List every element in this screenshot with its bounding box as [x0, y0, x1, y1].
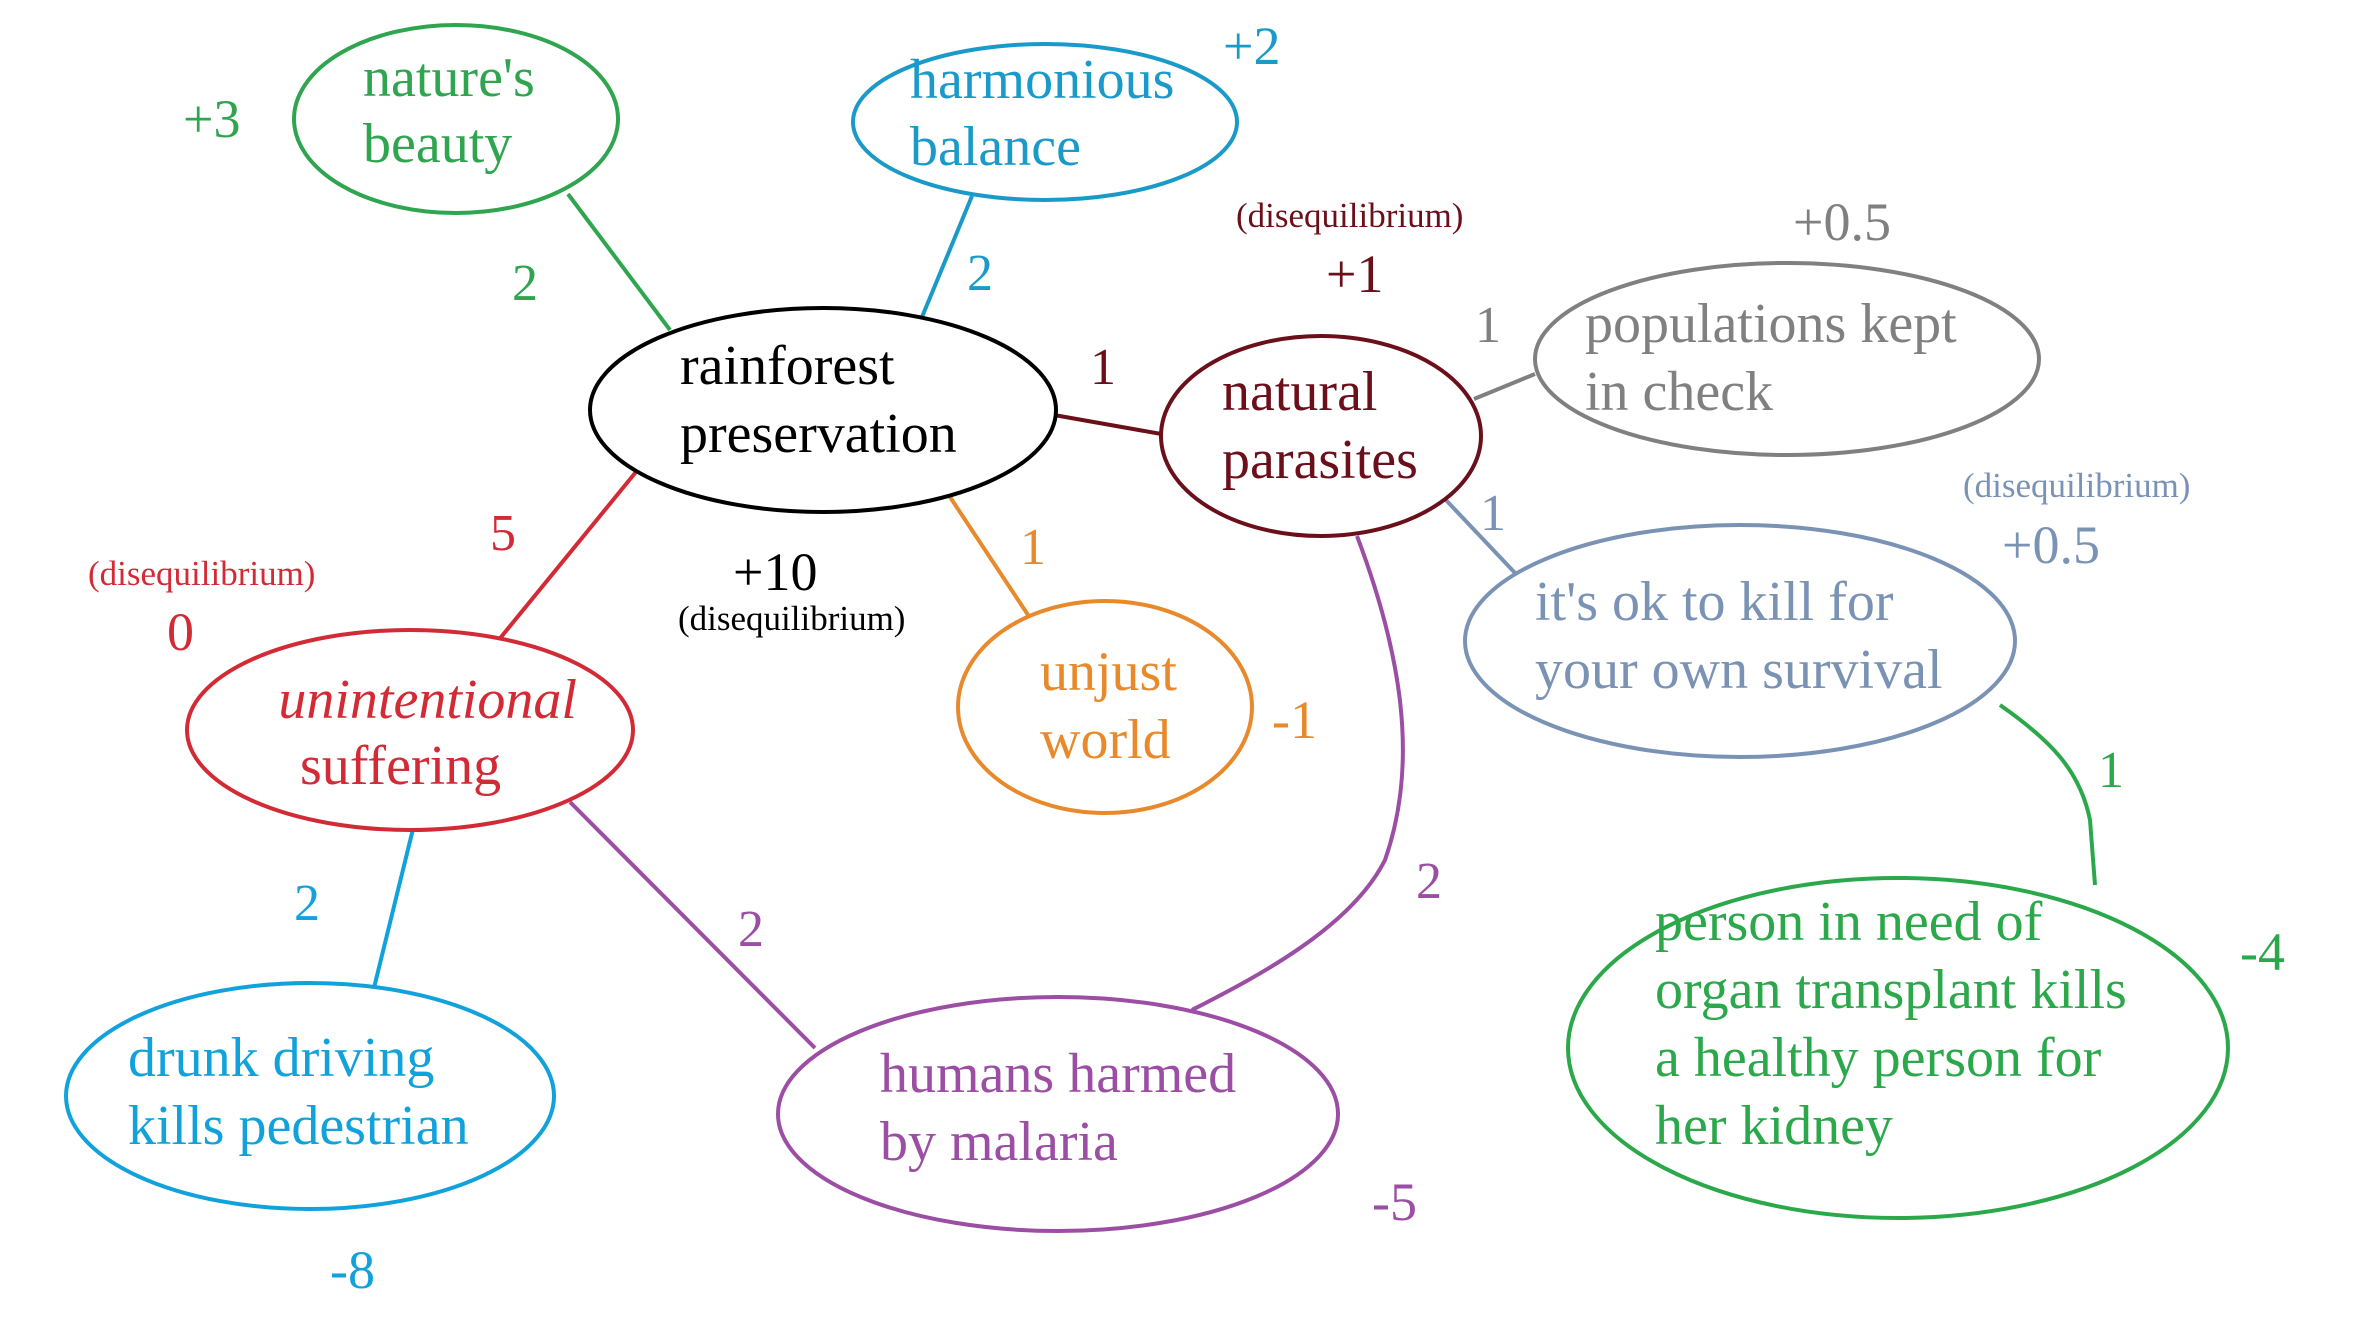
node-rainforest-line1: rainforest: [680, 335, 895, 397]
note-parasites: (disequilibrium): [1236, 196, 1463, 235]
node-organ-line4: her kidney: [1655, 1095, 1893, 1157]
value-harmonious: +2: [1223, 16, 1280, 76]
node-drunk-line2: kills pedestrian: [128, 1095, 469, 1157]
value-parasites: +1: [1326, 244, 1383, 304]
node-unjust-line1: unjust: [1040, 641, 1177, 703]
weight-unintentional-malaria: 2: [738, 901, 764, 958]
node-parasites-line1: natural: [1222, 361, 1377, 423]
node-natures-beauty: nature's beauty: [292, 23, 620, 215]
weight-beauty-rainforest: 2: [512, 255, 538, 312]
node-harmonious-balance-line1: harmonious: [910, 49, 1174, 111]
value-organ: -4: [2240, 922, 2285, 982]
node-unjust-line2: world: [1040, 709, 1171, 771]
value-unintentional: 0: [167, 602, 194, 662]
value-unjust: -1: [1272, 690, 1317, 750]
node-natures-beauty-line2: beauty: [363, 113, 512, 175]
weight-unintentional-drunk: 2: [294, 875, 320, 932]
value-populations: +0.5: [1793, 192, 1891, 252]
node-natures-beauty-line1: nature's: [363, 47, 535, 109]
node-drunk-driving: drunk driving kills pedestrian: [64, 981, 556, 1211]
value-ok-to-kill: +0.5: [2002, 515, 2100, 575]
node-rainforest-line2: preservation: [680, 403, 957, 465]
node-unintentional-line1: unintentional: [278, 669, 577, 731]
value-drunk: -8: [330, 1240, 375, 1300]
value-natures-beauty: +3: [183, 89, 240, 149]
node-unjust-world: unjust world: [956, 599, 1254, 815]
node-organ-line3: a healthy person for: [1655, 1027, 2102, 1089]
edge-beauty-rainforest: [566, 192, 672, 332]
weight-parasites-populations: 1: [1475, 297, 1501, 354]
node-ok-to-kill: it's ok to kill for your own survival: [1463, 523, 2017, 759]
edge-rainforest-unjust: [948, 495, 1042, 635]
node-ok-to-kill-line1: it's ok to kill for: [1535, 571, 1894, 633]
edge-rainforest-parasites: [1053, 413, 1168, 437]
node-harmonious-balance: harmonious balance: [851, 42, 1239, 202]
node-ok-to-kill-line2: your own survival: [1535, 639, 1943, 701]
edge-rainforest-unintentional: [495, 465, 642, 644]
edge-parasites-populations: [1473, 372, 1536, 401]
weight-harmonious-rainforest: 2: [967, 245, 993, 302]
value-malaria: -5: [1372, 1172, 1417, 1232]
node-organ-transplant: person in need of organ transplant kills…: [1566, 876, 2230, 1220]
weight-ok-organ: 1: [2098, 742, 2124, 799]
edge-unintentional-malaria: [568, 800, 817, 1050]
node-malaria-line2: by malaria: [880, 1111, 1118, 1173]
node-populations-line2: in check: [1585, 361, 1773, 423]
node-organ-line2: organ transplant kills: [1655, 959, 2127, 1021]
edge-ok-organ: [1998, 703, 2097, 886]
node-drunk-line1: drunk driving: [128, 1027, 434, 1089]
node-parasites-line2: parasites: [1222, 429, 1418, 491]
node-natural-parasites: natural parasites: [1159, 334, 1483, 538]
weight-rainforest-unintentional: 5: [490, 505, 516, 562]
note-unintentional: (disequilibrium): [88, 554, 315, 593]
node-unintentional-suffering: unintentional suffering: [185, 628, 635, 832]
edge-unintentional-drunk: [370, 828, 415, 997]
edge-parasites-malaria: [1191, 535, 1405, 1012]
node-harmonious-balance-line2: balance: [910, 116, 1081, 178]
node-populations-kept: populations kept in check: [1533, 261, 2041, 457]
node-unintentional-line2: suffering: [300, 735, 501, 797]
node-rainforest-preservation: rainforest preservation: [588, 306, 1058, 514]
node-humans-malaria: humans harmed by malaria: [776, 995, 1340, 1233]
node-populations-line1: populations kept: [1585, 293, 1957, 355]
note-rainforest: (disequilibrium): [678, 599, 905, 638]
weight-parasites-ok: 1: [1480, 485, 1506, 542]
weight-parasites-malaria: 2: [1416, 853, 1442, 910]
weight-rainforest-unjust: 1: [1020, 519, 1046, 576]
edge-parasites-ok: [1442, 496, 1518, 576]
node-organ-line1: person in need of: [1655, 891, 2043, 953]
value-rainforest: +10: [733, 542, 817, 602]
edge-harmonious-rainforest: [920, 195, 974, 318]
node-malaria-line1: humans harmed: [880, 1043, 1236, 1105]
note-ok-to-kill: (disequilibrium): [1963, 466, 2190, 505]
weight-rainforest-parasites: 1: [1090, 339, 1116, 396]
